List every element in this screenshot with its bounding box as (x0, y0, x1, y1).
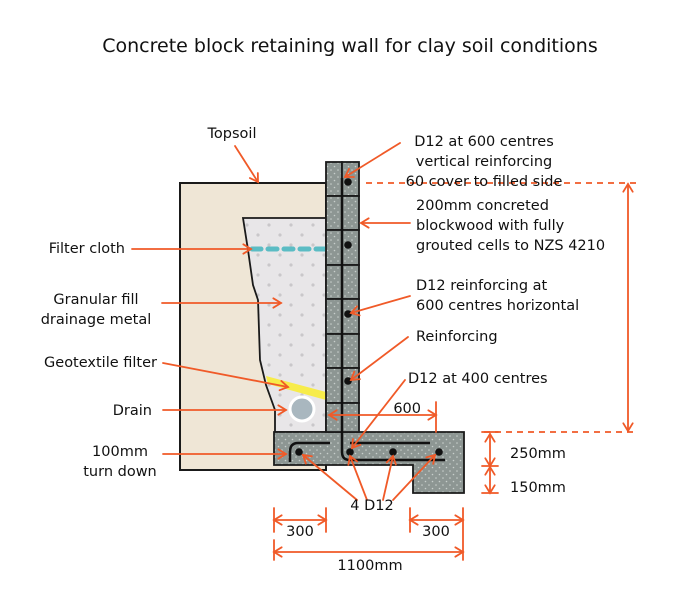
wall-block (325, 367, 343, 404)
turn-down-bar (288, 441, 330, 462)
arrowhead (242, 243, 253, 255)
bars-arrow-2 (349, 455, 368, 501)
label-horizontal-reinforcing-1: D12 reinforcing at (416, 278, 548, 294)
arrowhead (249, 172, 259, 184)
dim-right-300: 300 (422, 524, 450, 540)
label-blockwork-2: blockwood with fully (416, 218, 565, 234)
vertical-reinf-arrow (344, 142, 401, 178)
wall-block (341, 367, 360, 404)
arrowhead (349, 370, 361, 382)
height-guides (366, 182, 636, 433)
arrowhead (347, 454, 359, 466)
dim-total-1100: 1100mm (337, 558, 402, 574)
bars-arrow-1 (302, 454, 358, 501)
arrowhead (327, 409, 338, 421)
label-blockwork-1: 200mm concreted (416, 198, 549, 214)
d12-400-arrow (351, 379, 406, 449)
bars-arrow-3 (382, 455, 394, 501)
label-vertical-reinforcing-1: D12 at 600 centres (414, 134, 554, 150)
wall-block (341, 402, 360, 433)
label-vertical-reinforcing-3: 60 cover to filled side (406, 174, 563, 190)
arrowhead (484, 432, 496, 443)
arrowhead (484, 465, 496, 476)
label-topsoil: Topsoil (207, 126, 257, 142)
wall-block (341, 264, 360, 300)
wall-block (325, 264, 343, 300)
reinforcing-arrow (350, 336, 409, 381)
label-vertical-reinforcing-2: vertical reinforcing (416, 154, 552, 170)
drain-pipe (288, 395, 316, 423)
label-4-d12: 4 D12 (350, 498, 393, 514)
dim-footing-250: 250mm (510, 446, 566, 462)
label-horizontal-reinforcing-2: 600 centres horizontal (416, 298, 579, 314)
diagram-title: Concrete block retaining wall for clay s… (102, 35, 597, 57)
wall-block (341, 161, 360, 197)
arrowhead (272, 297, 283, 309)
arrowhead (350, 438, 362, 450)
label-turn-down-1: 100mm (92, 444, 148, 460)
label-filter-cloth: Filter cloth (49, 241, 125, 257)
label-granular-fill-1: Granular fill (53, 292, 138, 308)
arrowhead (277, 404, 288, 416)
blockwork-wall (325, 161, 360, 433)
wall-block (325, 333, 343, 369)
wall-block (325, 161, 343, 197)
label-drain: Drain (113, 403, 152, 419)
arrowhead (349, 305, 361, 317)
arrowhead (385, 454, 397, 466)
dim-heel-600: 600 (393, 401, 421, 417)
label-granular-fill-2: drainage metal (41, 312, 152, 328)
wall-block (325, 229, 343, 266)
wall-block (341, 333, 360, 369)
label-d12-400-centres: D12 at 400 centres (408, 371, 548, 387)
dim-left-300: 300 (286, 524, 314, 540)
bars-arrow-4 (392, 454, 436, 501)
wall-block (341, 195, 360, 231)
horiz-reinf-arrow (350, 295, 411, 314)
arrowhead (359, 217, 370, 229)
wall-block (325, 195, 343, 231)
arrowhead (622, 422, 634, 433)
arrowhead (277, 448, 288, 460)
label-reinforcing: Reinforcing (416, 329, 498, 345)
label-geotextile-filter: Geotextile filter (44, 355, 157, 371)
wall-block (325, 298, 343, 335)
arrowhead (343, 168, 355, 178)
topsoil-arrow (234, 145, 259, 183)
arrowhead (278, 380, 290, 392)
geotextile-arrow (162, 362, 289, 388)
dim-key-150: 150mm (510, 480, 566, 496)
rebar-dots (295, 178, 443, 456)
arrowhead (301, 453, 313, 465)
label-blockwork-3: grouted cells to NZS 4210 (416, 238, 605, 254)
annotation-arrows (131, 142, 634, 561)
label-turn-down-2: turn down (83, 464, 157, 480)
arrowhead (425, 453, 437, 465)
geotextile-filter (266, 376, 326, 400)
arrowhead (622, 182, 634, 193)
footing (273, 431, 465, 494)
